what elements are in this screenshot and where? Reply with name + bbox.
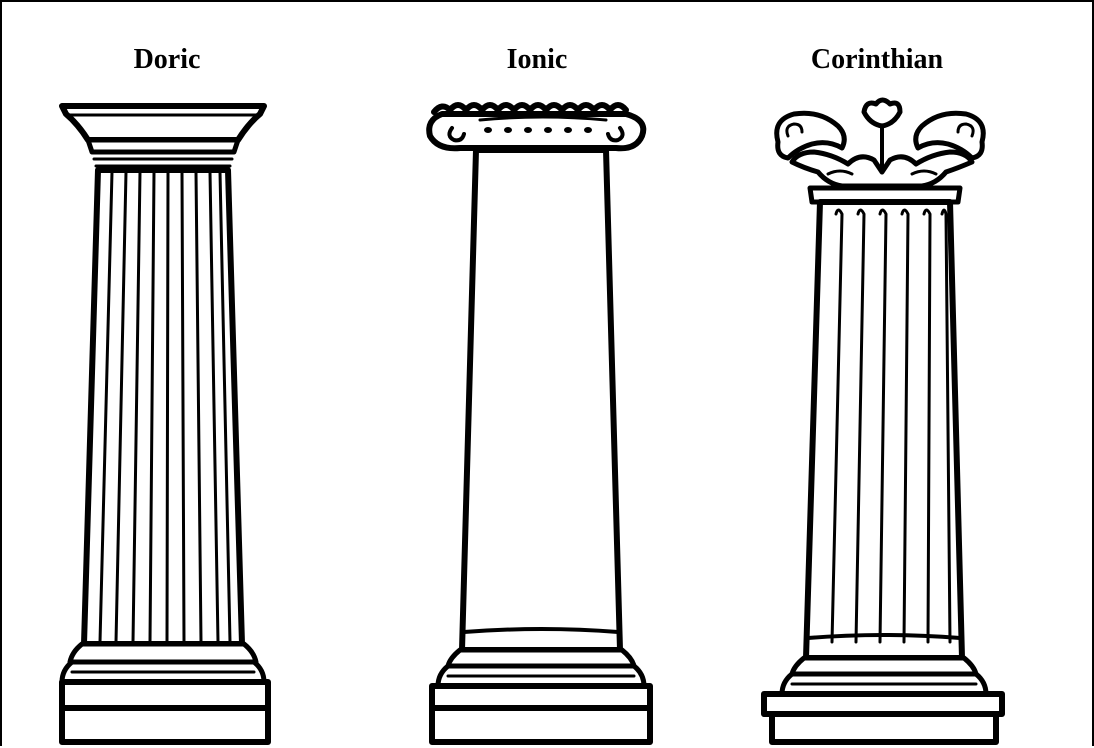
- doric-column: [62, 106, 268, 742]
- ionic-column: [429, 105, 650, 742]
- corinthian-column: [764, 100, 1002, 742]
